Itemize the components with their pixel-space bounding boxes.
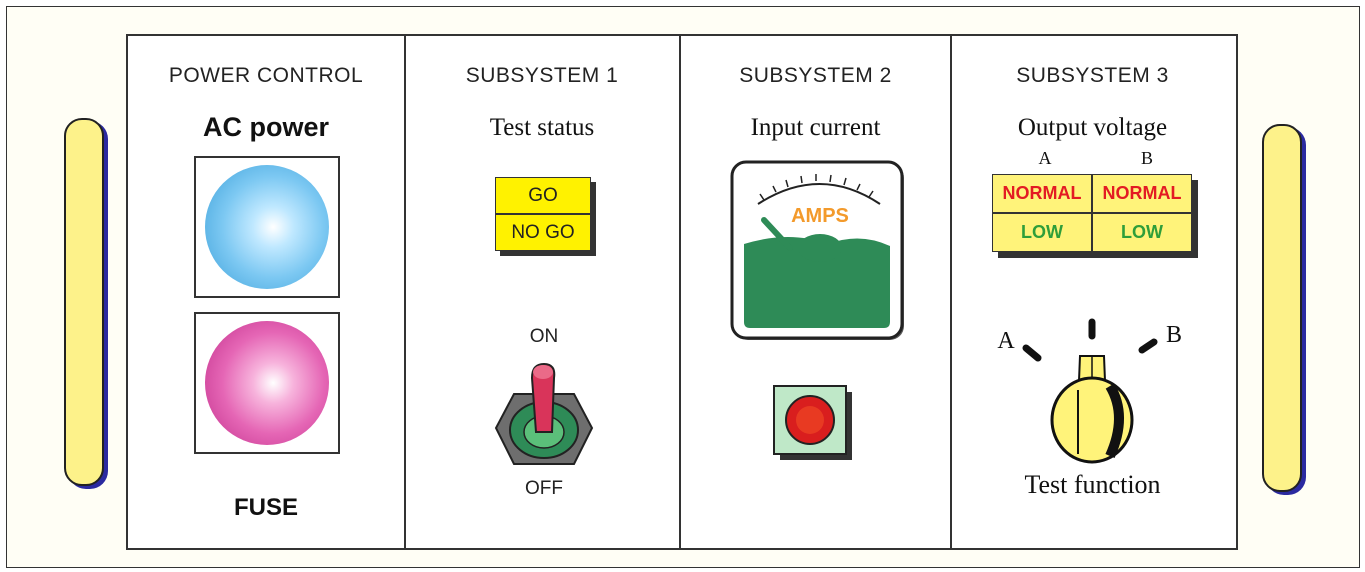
ac-power-button[interactable] <box>194 156 340 298</box>
switch-position-b: B <box>1165 322 1182 348</box>
panel-divider <box>679 36 681 548</box>
column-b-label: B <box>1140 148 1153 168</box>
toggle-switch-icon[interactable] <box>492 360 596 470</box>
subsystem-2-header: SUBSYSTEM 2 <box>739 64 892 87</box>
low-b-light: LOW <box>1092 213 1192 252</box>
test-function-label: Test function <box>1024 470 1161 499</box>
blue-lamp-icon <box>205 165 329 289</box>
fuse-label: FUSE <box>233 494 298 521</box>
red-indicator-button[interactable] <box>772 384 854 462</box>
power-control-header: POWER CONTROL <box>168 64 364 87</box>
fuse-button[interactable] <box>194 312 340 454</box>
right-handle <box>1262 124 1302 492</box>
rotary-selector-knob[interactable] <box>1016 316 1166 472</box>
low-a-light: LOW <box>992 213 1092 252</box>
subsystem-1-header: SUBSYSTEM 1 <box>465 64 619 87</box>
normal-a-light: NORMAL <box>992 174 1092 213</box>
subsystem-3-header: SUBSYSTEM 3 <box>1016 64 1169 87</box>
voltage-indicator-panel: NORMAL NORMAL LOW LOW <box>992 174 1192 252</box>
toggle-on-label: ON <box>529 326 559 347</box>
nogo-light: NO GO <box>495 214 591 251</box>
panel-divider <box>950 36 952 548</box>
normal-b-light: NORMAL <box>1092 174 1192 213</box>
go-nogo-indicator: GO NO GO <box>495 177 591 251</box>
input-current-title: Input current <box>750 114 881 141</box>
go-light: GO <box>495 177 591 214</box>
left-handle <box>64 118 104 486</box>
test-status-title: Test status <box>489 114 595 141</box>
amps-label: AMPS <box>791 205 849 227</box>
toggle-off-label: OFF <box>525 478 563 499</box>
ac-power-title: AC power <box>202 112 329 142</box>
pink-lamp-icon <box>205 321 329 445</box>
panel-divider <box>404 36 406 548</box>
column-a-label: A <box>1038 148 1052 168</box>
switch-position-a: A <box>997 328 1015 354</box>
ammeter-gauge: AMPS <box>730 160 904 340</box>
output-voltage-title: Output voltage <box>1017 114 1168 141</box>
